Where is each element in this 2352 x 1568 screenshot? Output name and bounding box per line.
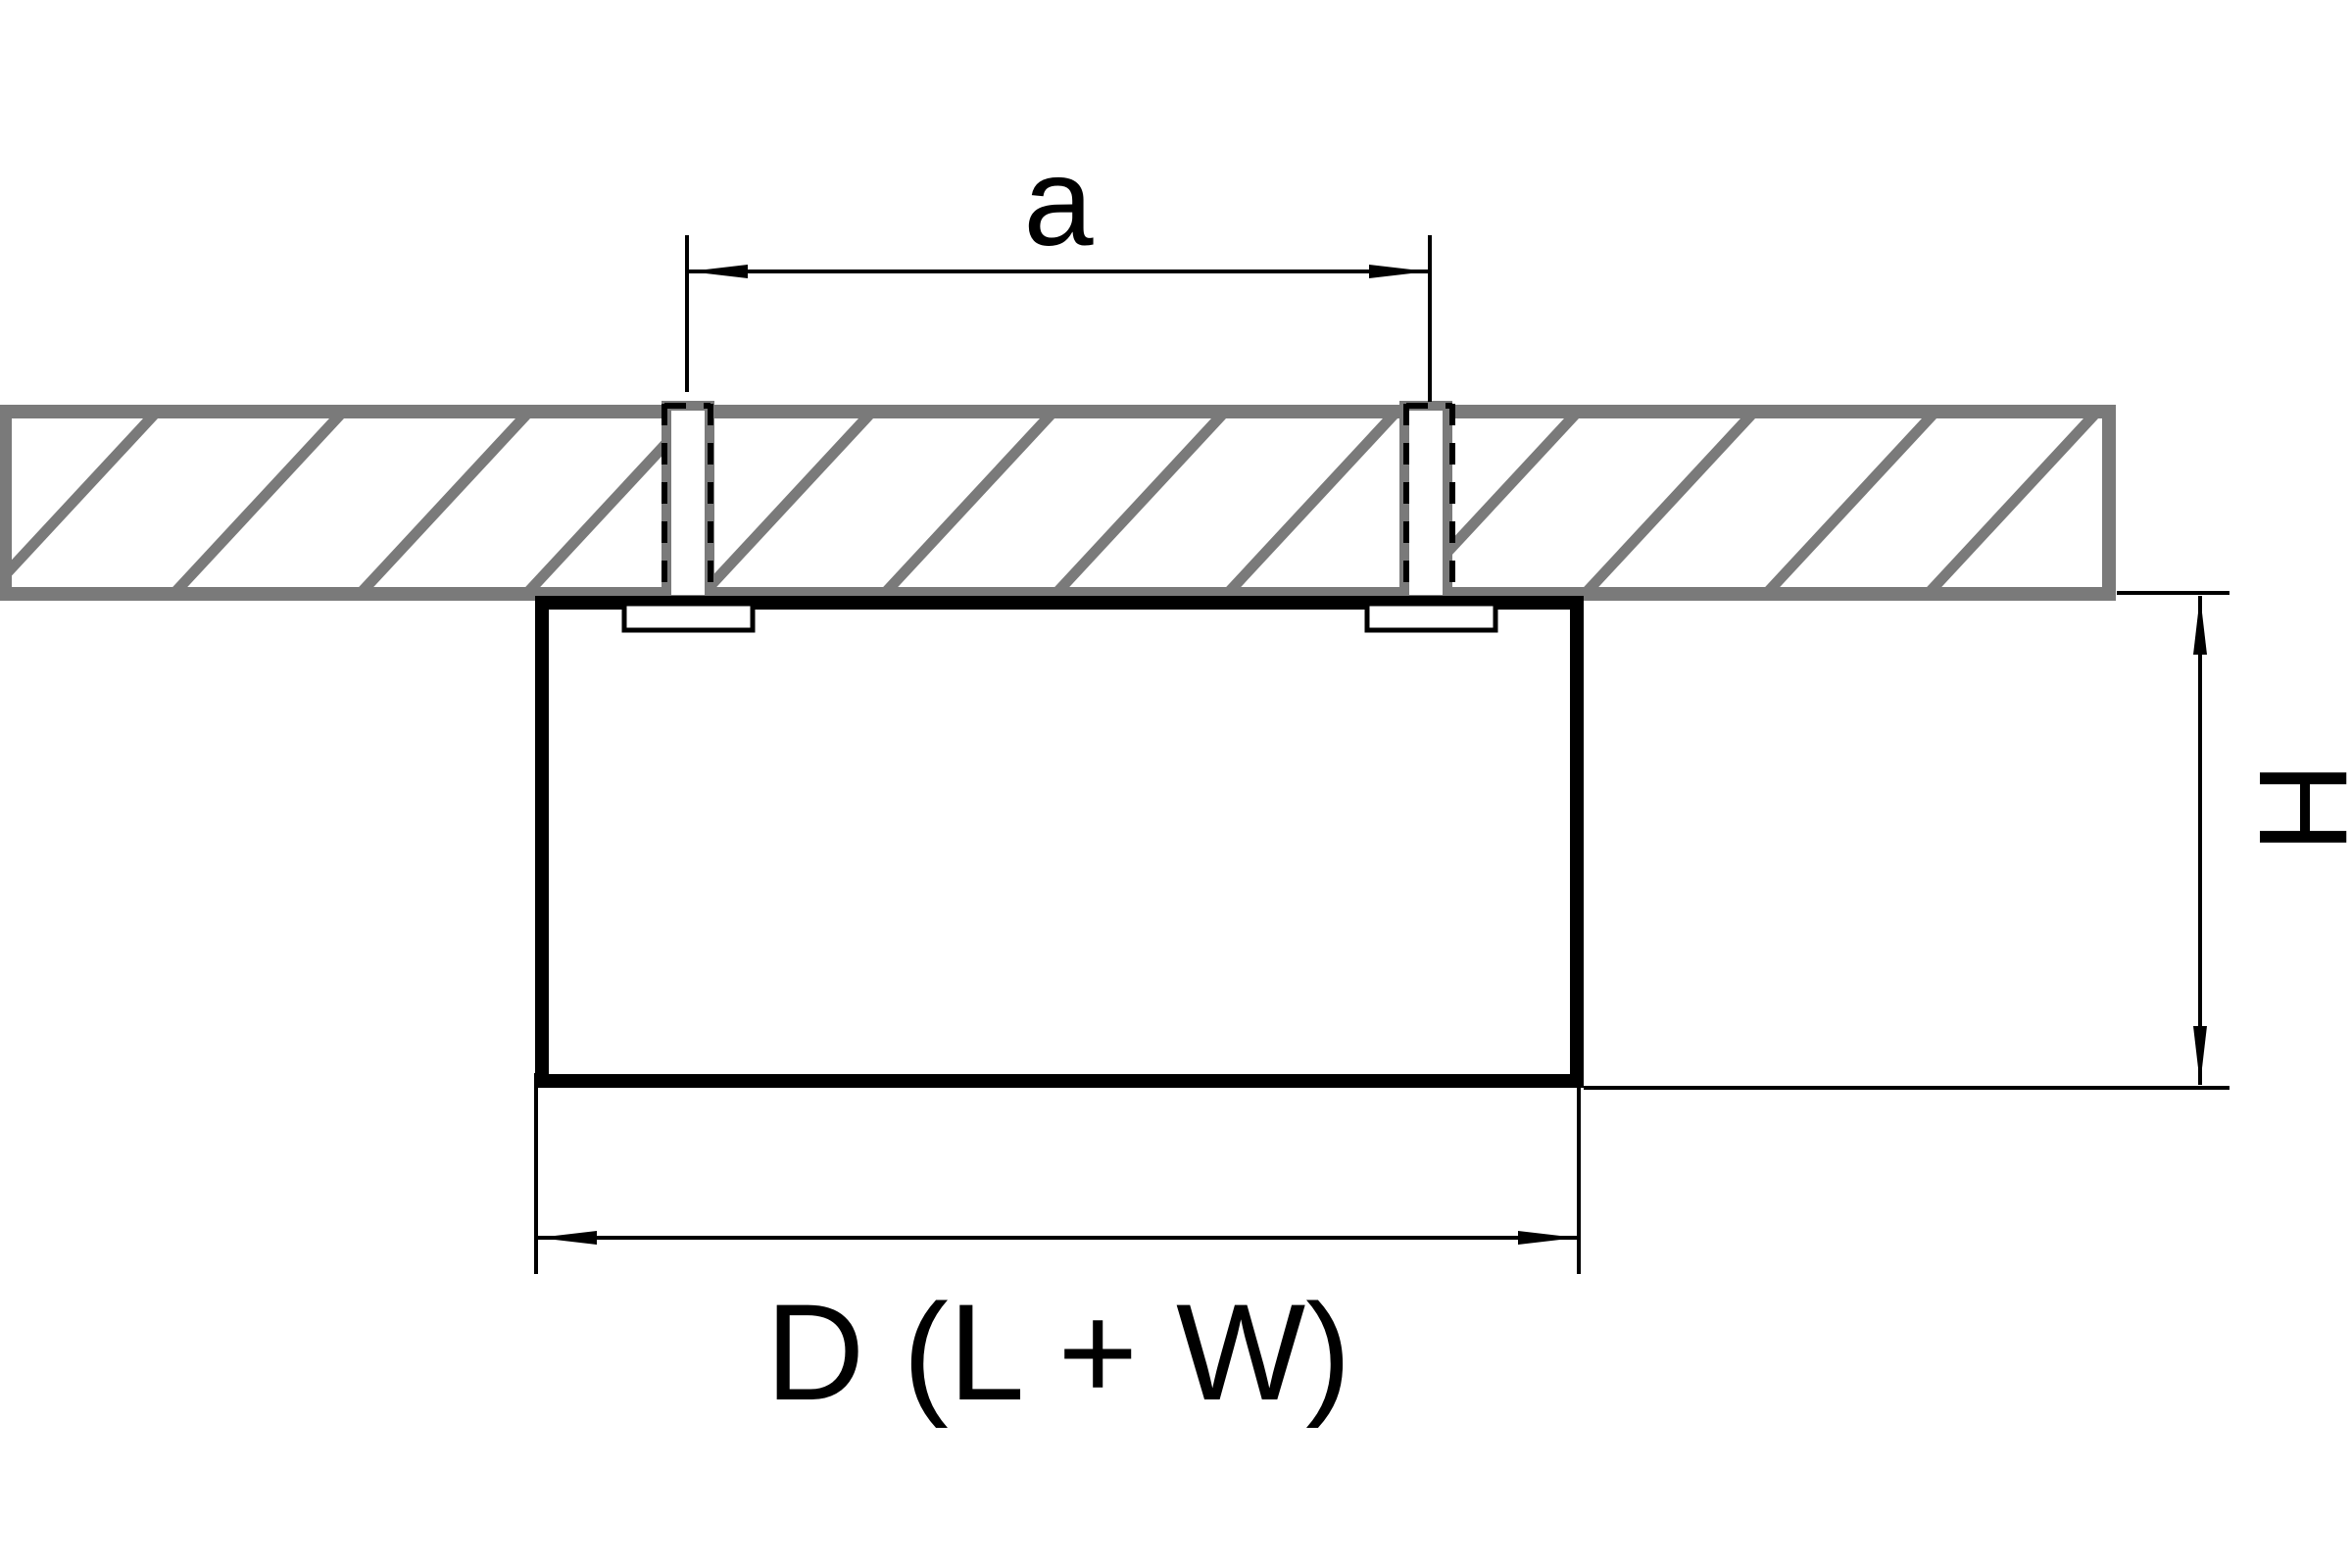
screw-right: [1403, 403, 1455, 608]
dimension-h-label: H: [2232, 762, 2352, 853]
fixture-outline: [535, 596, 1584, 1088]
fixture-body: [535, 596, 1584, 1088]
mounting-bracket-right: [1364, 601, 1498, 633]
ceiling-outline: [0, 405, 2116, 601]
ceiling-hatching: [0, 412, 2102, 594]
mounting-bracket-left: [621, 601, 756, 633]
ceiling-slab: [0, 401, 2116, 608]
dimension-a: a: [685, 132, 1432, 402]
dimension-d: D (L + W): [534, 1073, 1581, 1429]
dimension-d-label: D (L + W): [765, 1275, 1351, 1429]
screw-hole-right: [1399, 401, 1452, 605]
dimension-h: H: [1584, 591, 2352, 1090]
dimension-a-label: a: [1023, 132, 1094, 272]
screw-hole-left: [662, 401, 714, 605]
screw-left: [662, 403, 713, 608]
